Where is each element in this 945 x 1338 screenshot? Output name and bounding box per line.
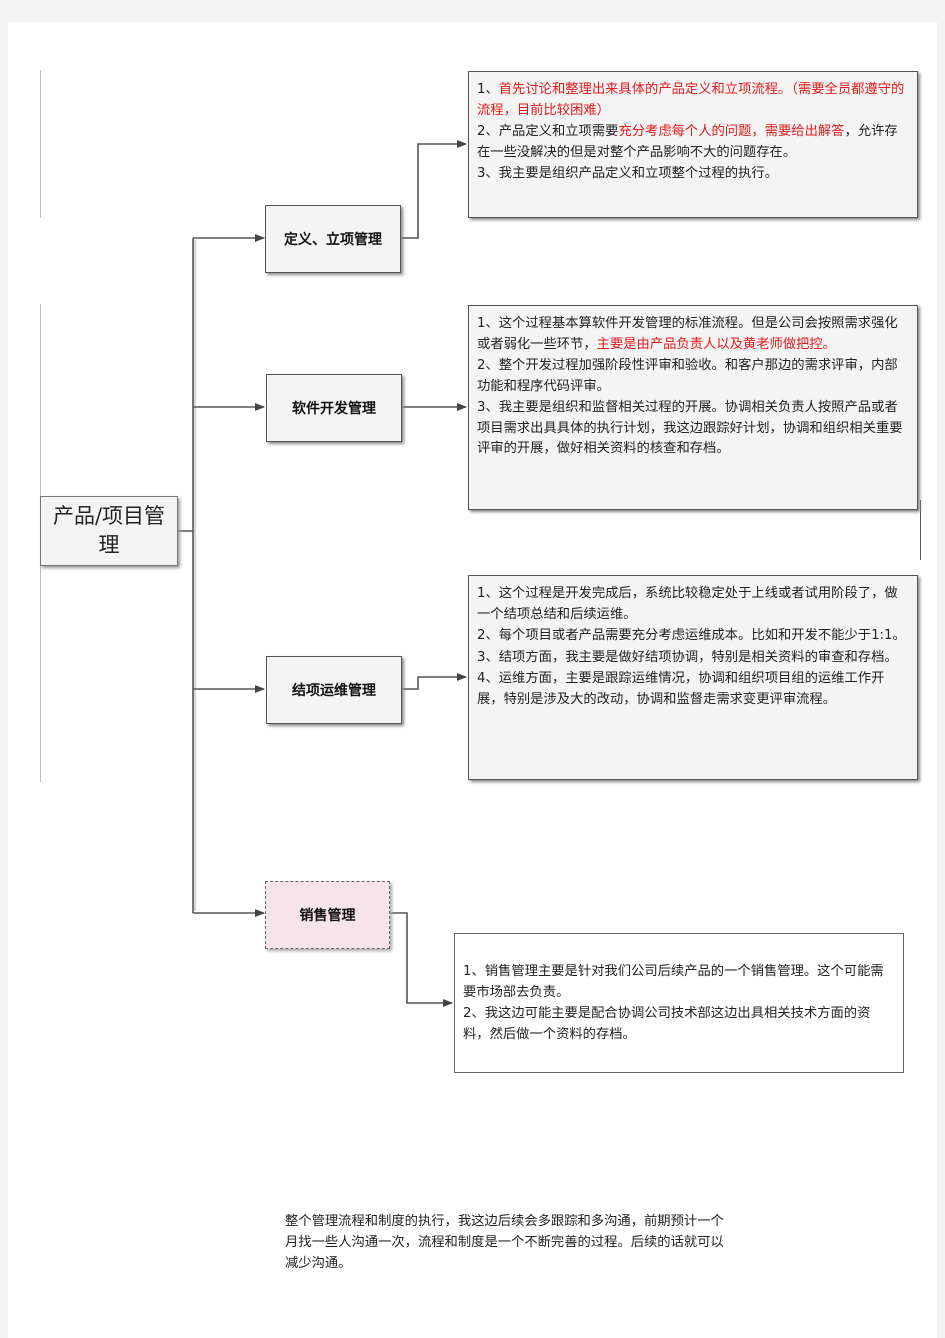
dev-p1-a: 1、这个过程基本算软件开发管理的标准流程。但是公司会按照需求强化或者弱化一些环节… (477, 316, 898, 352)
node-dev: 软件开发管理 (266, 374, 402, 442)
node-define: 定义、立项管理 (265, 205, 401, 273)
dev-p3: 3、我主要是组织和监督相关过程的开展。协调相关负责人按照产品或者项目需求出具具体… (477, 400, 903, 456)
define-p1-num: 1、 (477, 82, 499, 97)
close-p1: 1、这个过程是开发完成后，系统比较稳定处于上线或者试用阶段了，做一个结项总结和后… (477, 586, 898, 622)
sales-p2: 2、我这边可能主要是配合协调公司技术部这边出具相关技术方面的资料，然后做一个资料… (463, 1006, 871, 1042)
node-close: 结项运维管理 (266, 656, 402, 724)
dev-p1-red: 主要是由产品负责人以及黄老师做把控。 (596, 336, 837, 352)
close-p4: 4、运维方面，主要是跟踪运维情况，协调和组织项目组的运维工作开展，特别是涉及大的… (477, 671, 885, 707)
define-p2-red: 充分考虑每个人的问题，需要给出解答 (618, 124, 845, 139)
define-p1-text: 首先讨论和整理出来具体的产品定义和立项流程。（需要全员都遵守的流程，目前比较困难… (477, 82, 905, 118)
sales-box: 1、销售管理主要是针对我们公司后续产品的一个销售管理。这个可能需要市场部去负责。… (454, 933, 904, 1073)
margin-rule (40, 70, 41, 218)
dev-p2: 2、整个开发过程加强阶段性评审和验收。和客户那边的需求评审，内部功能和程序代码评… (477, 358, 898, 394)
define-p3: 3、我主要是组织产品定义和立项整个过程的执行。 (477, 166, 778, 181)
close-p3: 3、结项方面，我主要是做好结项协调，特别是相关资料的审查和存档。 (477, 649, 898, 665)
dev-box: 1、这个过程基本算软件开发管理的标准流程。但是公司会按照需求强化或者弱化一些环节… (468, 305, 918, 510)
define-p2-a: 2、产品定义和立项需要 (477, 124, 619, 139)
define-box: 1、首先讨论和整理出来具体的产品定义和立项流程。（需要全员都遵守的流程，目前比较… (468, 71, 918, 218)
margin-rule (920, 500, 921, 560)
root-node: 产品/项目管 理 (40, 496, 178, 566)
node-sales: 销售管理 (265, 881, 390, 949)
define-p2-b: ，允许存在一些没解决的但是对整个产品影响不大的问题存在。 (477, 124, 898, 160)
root-label-line2: 理 (98, 533, 120, 557)
root-label-line1: 产品/项目管 (52, 504, 166, 528)
close-p2: 2、每个项目或者产品需要充分考虑运维成本。比如和开发不能少于1:1。 (477, 628, 906, 643)
sales-p1: 1、销售管理主要是针对我们公司后续产品的一个销售管理。这个可能需要市场部去负责。 (463, 964, 884, 1000)
footer-note: 整个管理流程和制度的执行，我这边后续会多跟踪和多沟通，前期预计一个月找一些人沟通… (285, 1214, 724, 1271)
close-box: 1、这个过程是开发完成后，系统比较稳定处于上线或者试用阶段了，做一个结项总结和后… (468, 575, 918, 780)
